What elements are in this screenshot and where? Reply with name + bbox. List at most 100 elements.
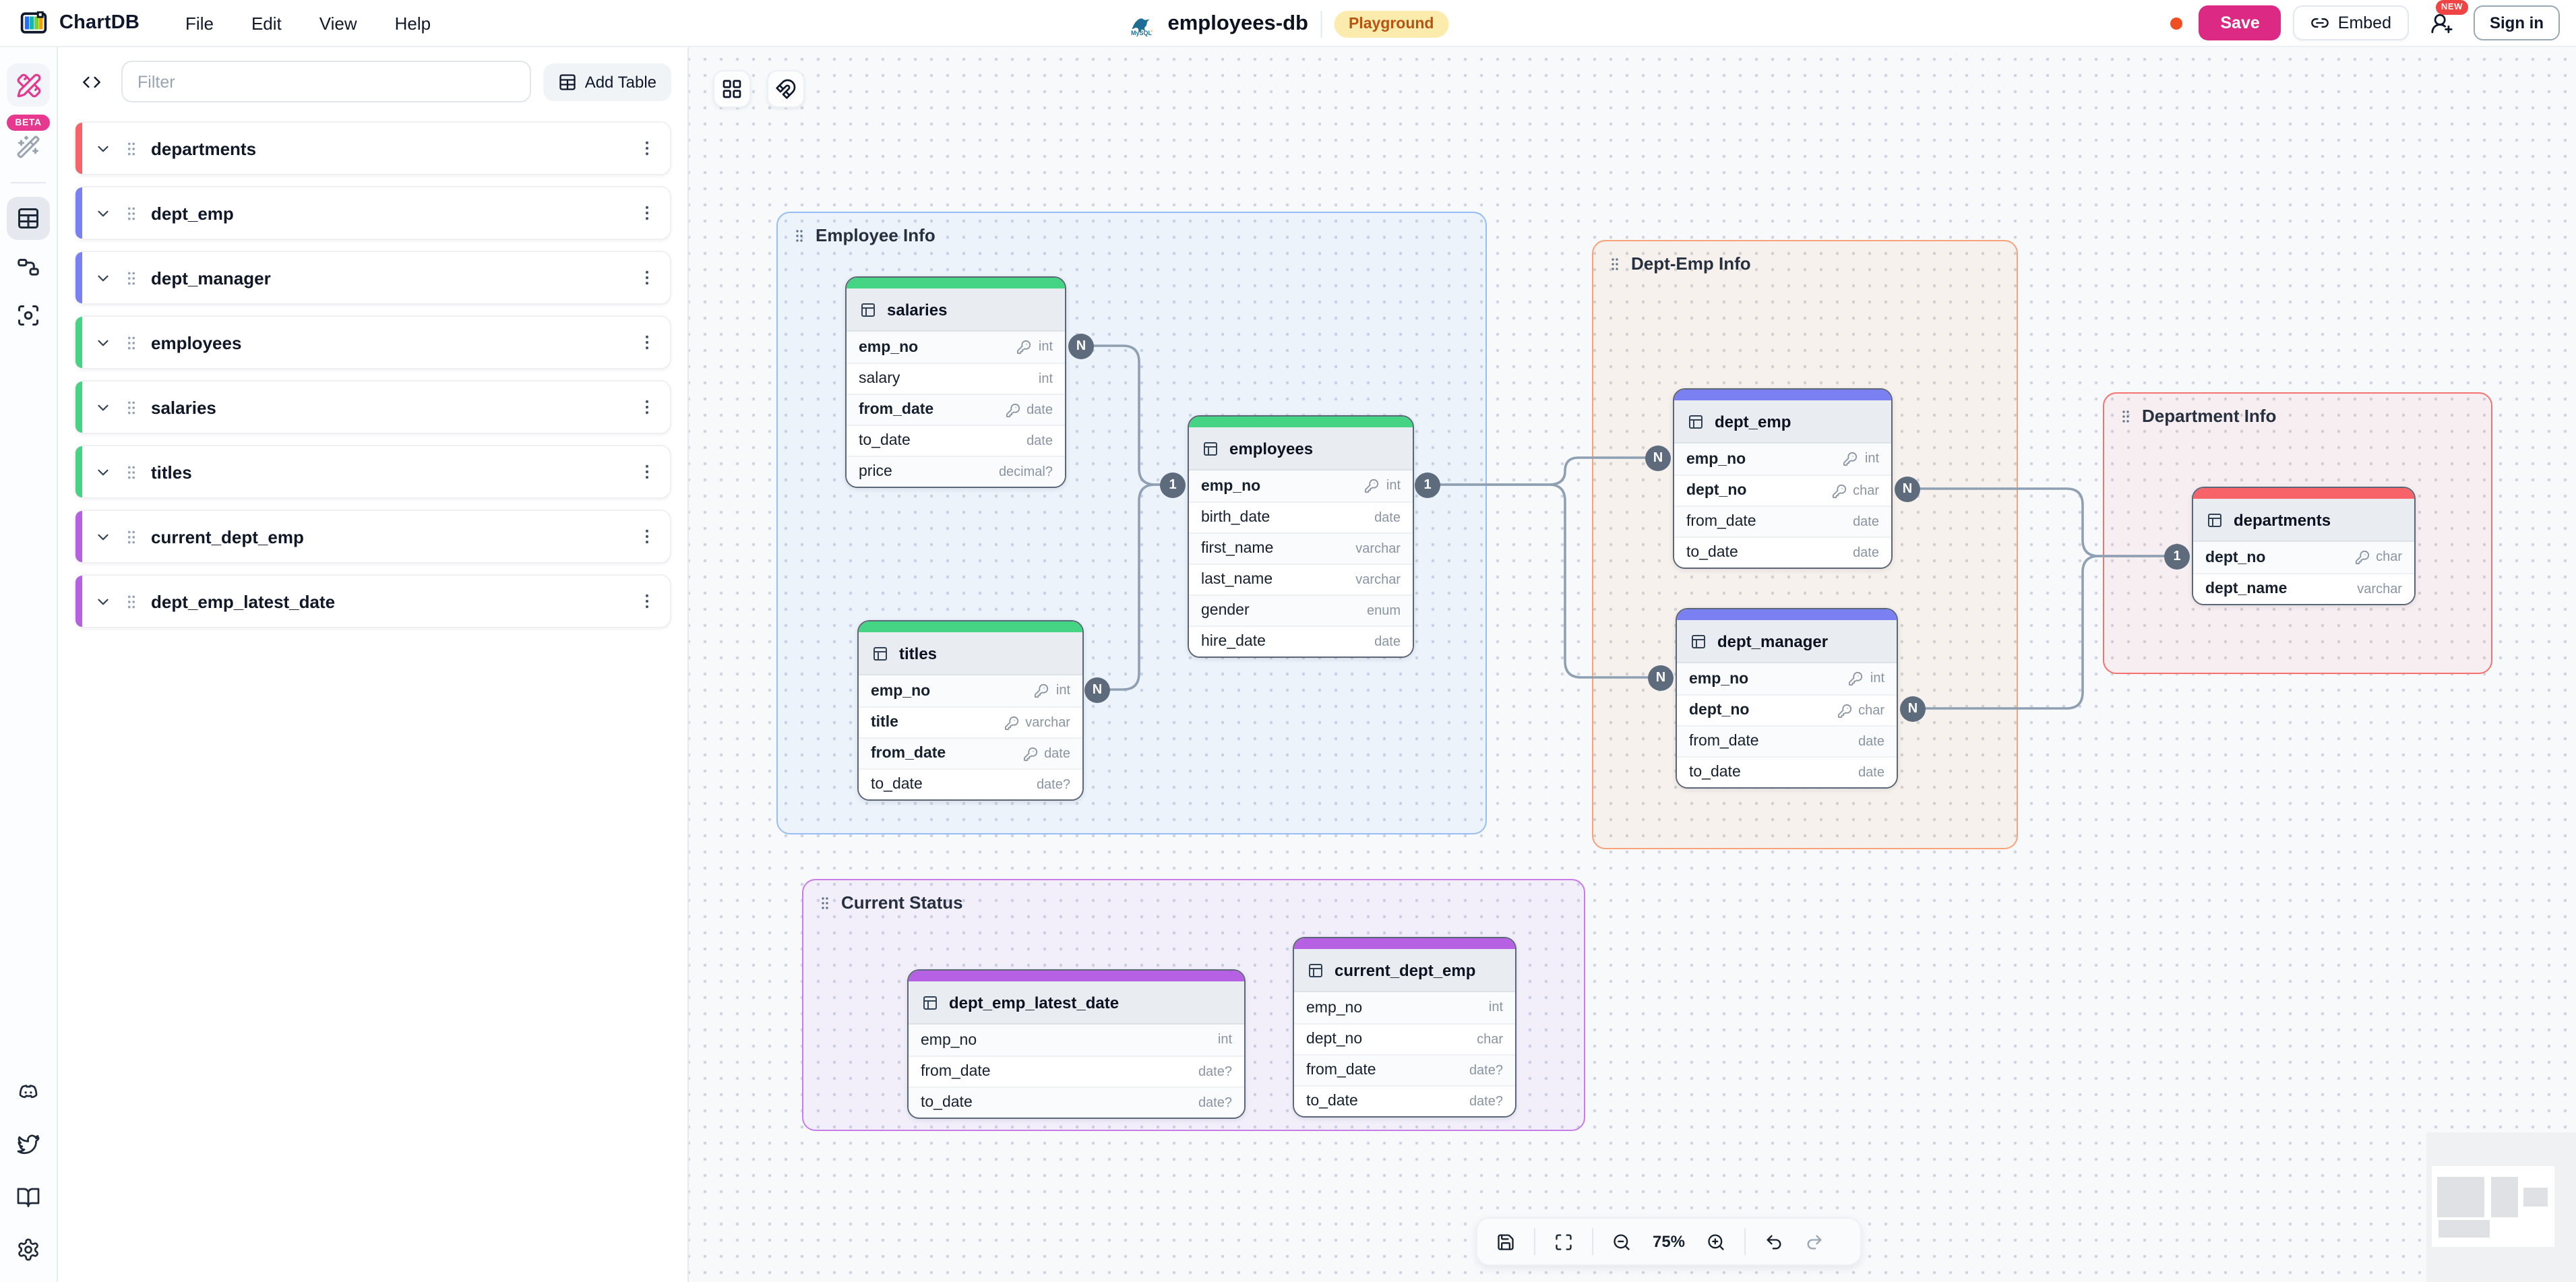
chevron-down-icon[interactable] — [94, 528, 112, 545]
table-menu-button[interactable] — [638, 592, 656, 611]
drag-handle-icon[interactable] — [123, 140, 140, 157]
kebab-icon — [645, 270, 649, 285]
table-menu-button[interactable] — [638, 333, 656, 352]
table-list-item-employees[interactable]: employees — [74, 315, 671, 369]
toolbar-separator — [1744, 1228, 1746, 1255]
menu-help[interactable]: Help — [394, 13, 431, 33]
group-drag-handle[interactable] — [791, 227, 807, 243]
table-list-item-dept_emp[interactable]: dept_emp — [74, 186, 671, 240]
primary-key-icon — [1005, 402, 1020, 417]
zoom-level[interactable]: 75% — [1652, 1232, 1686, 1251]
fit-view-button[interactable] — [1546, 1224, 1581, 1259]
sidebar-tab-tables[interactable] — [7, 197, 50, 240]
table-header[interactable]: dept_emp_latest_date — [909, 981, 1244, 1025]
drag-handle-icon[interactable] — [123, 592, 140, 610]
sidebar-tab-relationships[interactable] — [7, 245, 50, 288]
drag-handle-icon[interactable] — [123, 334, 140, 351]
discord-icon[interactable] — [7, 1070, 50, 1113]
icon-rail: BETA — [0, 47, 58, 1282]
table-list-item-dept_manager[interactable]: dept_manager — [74, 251, 671, 305]
chevron-down-icon[interactable] — [94, 204, 112, 222]
show-all-button[interactable] — [713, 70, 751, 108]
drag-handle-icon[interactable] — [123, 398, 140, 416]
chevron-down-icon[interactable] — [94, 592, 112, 610]
table-menu-button[interactable] — [638, 398, 656, 417]
table-list-item-current_dept_emp[interactable]: current_dept_emp — [74, 510, 671, 563]
chevron-down-icon[interactable] — [94, 463, 112, 481]
table-list-item-departments[interactable]: departments — [74, 121, 671, 175]
zoom-out-icon — [1614, 1233, 1630, 1250]
invite-user-button[interactable]: NEW — [2421, 0, 2468, 42]
sidebar-tab-dependencies[interactable] — [7, 294, 50, 337]
table-header[interactable]: titles — [859, 632, 1082, 675]
chevron-down-icon[interactable] — [94, 269, 112, 286]
signin-button[interactable]: Sign in — [2474, 5, 2560, 40]
chartdb-editor-icon[interactable] — [7, 63, 50, 106]
table-list-item-titles[interactable]: titles — [74, 445, 671, 499]
chevron-down-icon[interactable] — [94, 334, 112, 351]
zoom-out-button[interactable] — [1604, 1224, 1639, 1259]
undo-button[interactable] — [1756, 1224, 1791, 1259]
table-header[interactable]: departments — [2193, 499, 2414, 542]
table-color-bar — [847, 278, 1065, 288]
drag-handle-icon[interactable] — [123, 463, 140, 481]
snap-magnet-button[interactable] — [767, 70, 805, 108]
magic-wand-icon[interactable] — [7, 125, 50, 169]
drag-handle-icon[interactable] — [123, 528, 140, 545]
table-list-item-dept_emp_latest_date[interactable]: dept_emp_latest_date — [74, 574, 671, 628]
minimap[interactable] — [2426, 1132, 2576, 1282]
table-header[interactable]: dept_emp — [1674, 400, 1891, 444]
table-menu-button[interactable] — [638, 139, 656, 158]
chevron-down-icon — [98, 210, 109, 216]
group-drag-handle[interactable] — [1607, 255, 1623, 272]
table-header[interactable]: salaries — [847, 288, 1065, 332]
table-menu-button[interactable] — [638, 527, 656, 546]
group-drag-handle[interactable] — [817, 894, 833, 911]
save-diagram-button[interactable] — [1488, 1224, 1523, 1259]
table-menu-button[interactable] — [638, 204, 656, 222]
settings-gear-icon[interactable] — [7, 1228, 50, 1271]
table-list-item-salaries[interactable]: salaries — [74, 380, 671, 434]
field-name: emp_no — [871, 683, 931, 699]
embed-button[interactable]: Embed — [2293, 5, 2409, 40]
menu-edit[interactable]: Edit — [251, 13, 282, 33]
field-name: last_name — [1201, 572, 1273, 588]
chevron-down-icon[interactable] — [94, 398, 112, 416]
table-menu-button[interactable] — [638, 462, 656, 481]
docs-book-icon[interactable] — [7, 1176, 50, 1219]
view-code-button[interactable] — [74, 64, 109, 99]
chevron-down-icon[interactable] — [94, 140, 112, 157]
table-menu-button[interactable] — [638, 268, 656, 287]
menu-file[interactable]: File — [185, 13, 214, 33]
group-drag-handle[interactable] — [2118, 408, 2134, 424]
twitter-icon[interactable] — [7, 1123, 50, 1166]
menu-view[interactable]: View — [319, 13, 357, 33]
filter-input[interactable] — [121, 61, 531, 102]
save-button[interactable]: Save — [2199, 5, 2281, 40]
database-name[interactable]: employees-db — [1167, 11, 1308, 34]
table-header[interactable]: dept_manager — [1677, 620, 1897, 663]
table-header[interactable]: employees — [1189, 427, 1413, 470]
table-header[interactable]: current_dept_emp — [1294, 949, 1515, 992]
cardinality-badge-n: N — [1068, 333, 1094, 359]
field-name: emp_no — [1689, 671, 1749, 687]
add-table-button[interactable]: Add Table — [543, 63, 671, 100]
drag-handle-icon[interactable] — [123, 269, 140, 286]
drag-handle-icon[interactable] — [123, 204, 140, 222]
beta-badge: BETA — [7, 115, 50, 131]
zoom-in-button[interactable] — [1698, 1224, 1734, 1259]
magnet-icon — [776, 79, 796, 99]
redo-button[interactable] — [1797, 1224, 1832, 1259]
